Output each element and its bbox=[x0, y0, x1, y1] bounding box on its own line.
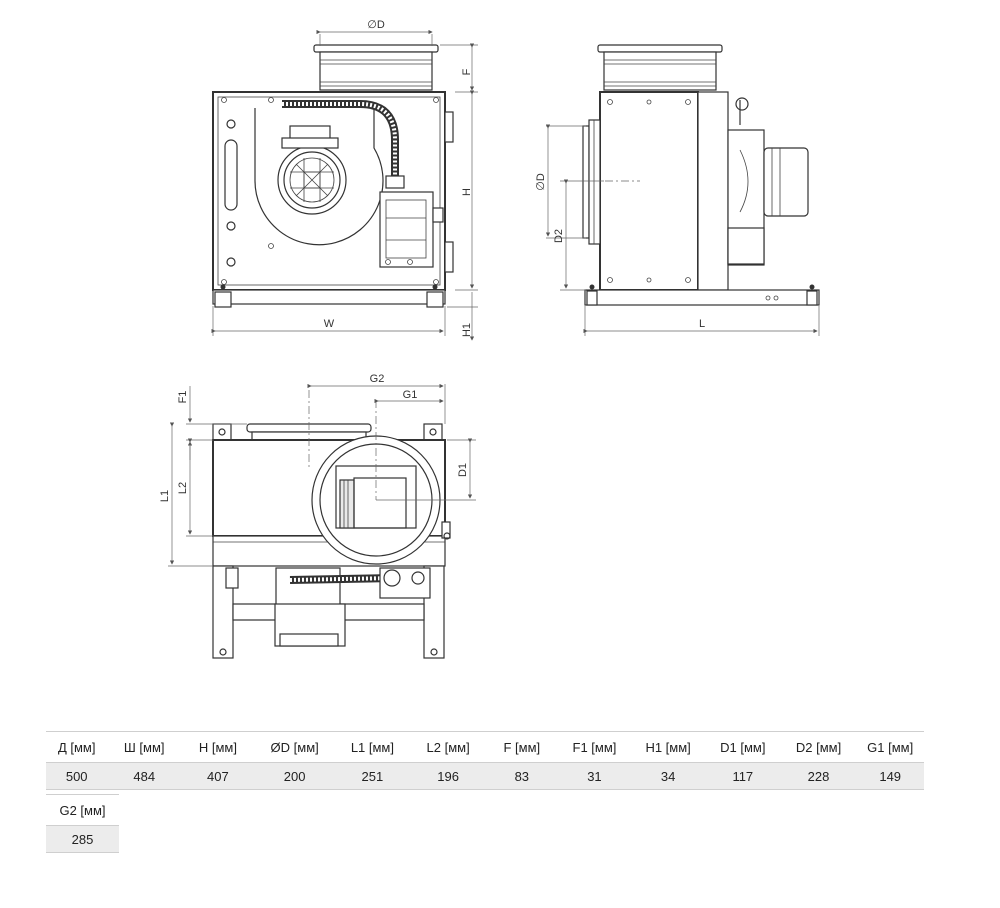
spec-value: 285 bbox=[46, 825, 119, 853]
front-h1-label: H1 bbox=[461, 323, 473, 337]
spec-header: Н [мм] bbox=[181, 731, 255, 763]
spec-table-row2: G2 [мм] 285 bbox=[46, 794, 119, 853]
spec-value: 196 bbox=[410, 762, 486, 790]
front-od-label: ∅D bbox=[367, 19, 385, 31]
top-f1-label: F1 bbox=[177, 391, 189, 404]
spec-header: F [мм] bbox=[485, 731, 558, 763]
spec-value: 34 bbox=[631, 762, 705, 790]
front-view: ∅D F H H1 W bbox=[211, 19, 478, 341]
side-d2-label: D2 bbox=[553, 229, 565, 243]
spec-value-row: 500 484 407 200 251 196 83 31 34 117 228… bbox=[46, 762, 924, 790]
spec-value: 407 bbox=[181, 762, 255, 790]
technical-drawing: ∅D F H H1 W bbox=[159, 19, 820, 659]
spec-header: ØD [мм] bbox=[254, 731, 335, 763]
spec-value: 228 bbox=[780, 762, 857, 790]
spec-header: G1 [мм] bbox=[856, 731, 924, 763]
top-l2-label: L2 bbox=[177, 482, 189, 494]
spec-table-row1: Д [мм] Ш [мм] Н [мм] ØD [мм] L1 [мм] L2 … bbox=[46, 731, 924, 790]
top-view: G2 G1 F1 L1 L2 D1 bbox=[159, 373, 476, 659]
top-g1-label: G1 bbox=[403, 389, 418, 401]
spec-header: L2 [мм] bbox=[410, 731, 486, 763]
spec-value: 500 bbox=[46, 762, 108, 790]
spec-value: 149 bbox=[856, 762, 924, 790]
spec-header: D1 [мм] bbox=[704, 731, 781, 763]
spec-value: 484 bbox=[107, 762, 182, 790]
spec-value: 31 bbox=[557, 762, 632, 790]
side-view: ∅D D2 L bbox=[535, 44, 820, 336]
front-f-label: F bbox=[461, 68, 473, 75]
spec-value-row: 285 bbox=[46, 825, 119, 853]
front-w-label: W bbox=[324, 318, 335, 330]
top-d1-label: D1 bbox=[457, 463, 469, 477]
spec-header: F1 [мм] bbox=[557, 731, 632, 763]
top-g2-label: G2 bbox=[370, 373, 385, 385]
spec-header: D2 [мм] bbox=[780, 731, 857, 763]
spec-value: 117 bbox=[704, 762, 781, 790]
spec-header: Ш [мм] bbox=[107, 731, 182, 763]
spec-header: H1 [мм] bbox=[631, 731, 705, 763]
side-l-label: L bbox=[699, 318, 705, 330]
spec-header-row: Д [мм] Ш [мм] Н [мм] ØD [мм] L1 [мм] L2 … bbox=[46, 731, 924, 763]
spec-header: G2 [мм] bbox=[46, 794, 119, 826]
spec-header-row: G2 [мм] bbox=[46, 794, 119, 826]
spec-header: L1 [мм] bbox=[334, 731, 411, 763]
spec-value: 83 bbox=[485, 762, 558, 790]
spec-value: 200 bbox=[254, 762, 335, 790]
top-l1-label: L1 bbox=[159, 490, 171, 502]
spec-header: Д [мм] bbox=[46, 731, 108, 763]
front-h-label: H bbox=[461, 188, 473, 196]
side-od-label: ∅D bbox=[535, 173, 547, 191]
spec-value: 251 bbox=[334, 762, 411, 790]
